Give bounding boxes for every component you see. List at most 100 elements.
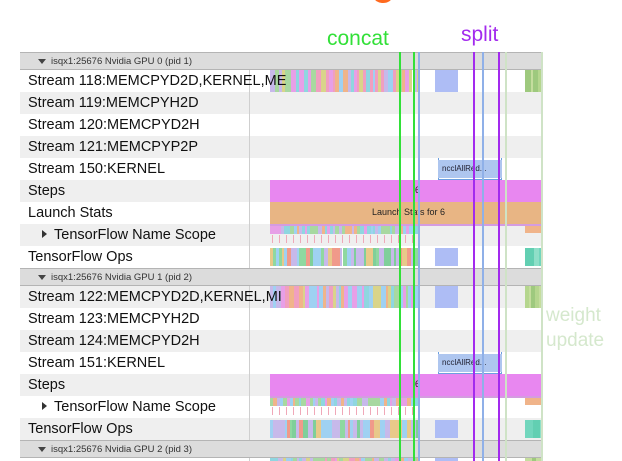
column-divider xyxy=(249,136,250,158)
row-label[interactable]: Steps xyxy=(28,377,66,393)
timeline-row[interactable]: Launch Stats for 6 Launch Stats xyxy=(20,202,543,224)
group-header-label: isqx1:25676 Nvidia GPU 0 (pid 1) xyxy=(51,56,192,67)
row-label[interactable]: TensorFlow Name Scope xyxy=(42,227,216,243)
label-column-mask xyxy=(20,202,249,224)
activity-bar[interactable] xyxy=(270,458,419,461)
name-scope-bar[interactable] xyxy=(525,225,543,233)
timeline-row[interactable]: Stream 122:MEMCPYD2D,KERNEL,MI xyxy=(20,286,543,308)
timeline-row[interactable]: Stream 118:MEMCPYD2D,KERNEL,ME xyxy=(20,70,543,92)
group-header[interactable]: isqx1:25676 Nvidia GPU 0 (pid 1) xyxy=(20,52,543,70)
activity-bar[interactable] xyxy=(270,286,419,308)
marker-line xyxy=(482,52,484,461)
column-divider xyxy=(249,286,250,308)
trace-timeline-panel[interactable]: isqx1:25676 Nvidia GPU 0 (pid 1) Stream 1… xyxy=(20,52,543,461)
row-label-text: TensorFlow Name Scope xyxy=(54,399,216,415)
label-column-mask xyxy=(20,92,249,114)
timeline-row[interactable]: TensorFlow Name Scope xyxy=(20,396,543,418)
timeline-row[interactable]: Stream 119:MEMCPYH2D xyxy=(20,92,543,114)
ops-bar[interactable] xyxy=(270,420,419,438)
annotation-weight-line2: update xyxy=(546,330,605,351)
timeline-row[interactable]: TensorFlow Name Scope xyxy=(20,224,543,246)
column-divider xyxy=(249,202,250,224)
timeline-row[interactable]: ncclAllRed... Stream 151:KERNEL xyxy=(20,352,543,374)
row-label[interactable]: Stream 120:MEMCPYD2H xyxy=(28,117,200,133)
group-header-label: isqx1:25676 Nvidia GPU 1 (pid 2) xyxy=(51,272,192,283)
name-scope-bar[interactable] xyxy=(270,224,419,234)
column-divider xyxy=(249,418,250,440)
nccl-event-label: ncclAllRed... xyxy=(442,358,487,367)
timeline-row[interactable]: Stream 123:MEMCPYH2D xyxy=(20,308,543,330)
column-divider xyxy=(249,246,250,268)
row-label-text: TensorFlow Name Scope xyxy=(54,227,216,243)
activity-bar[interactable] xyxy=(270,70,419,92)
chevron-down-icon[interactable] xyxy=(38,59,46,64)
row-label[interactable]: Stream 122:MEMCPYD2D,KERNEL,MI xyxy=(28,289,282,305)
activity-bar[interactable] xyxy=(435,70,458,92)
row-label[interactable]: Stream 119:MEMCPYH2D xyxy=(28,95,199,111)
ops-bar[interactable] xyxy=(435,248,458,266)
launch-stats-bar-label: Launch Stats for 6 xyxy=(372,207,446,217)
activity-bar[interactable] xyxy=(435,286,458,308)
nccl-event-bar[interactable]: ncclAllRed... xyxy=(438,160,502,178)
timeline-row[interactable]: 6Steps xyxy=(20,180,543,202)
timeline-track[interactable] xyxy=(250,246,543,268)
marker-box xyxy=(505,52,543,461)
column-divider xyxy=(249,158,250,180)
timeline-row[interactable]: TensorFlow Ops xyxy=(20,246,543,268)
chevron-right-icon[interactable] xyxy=(42,402,47,410)
name-scope-bar[interactable] xyxy=(270,396,419,406)
timeline-track[interactable] xyxy=(250,418,543,440)
timeline-track[interactable] xyxy=(250,70,543,92)
row-label[interactable]: Stream 123:MEMCPYH2D xyxy=(28,311,200,327)
row-label[interactable]: TensorFlow Name Scope xyxy=(42,399,216,415)
timeline-row[interactable]: ncclAllRed... Stream 150:KERNEL xyxy=(20,158,543,180)
chevron-down-icon[interactable] xyxy=(38,275,46,280)
label-column-mask xyxy=(20,308,249,330)
chevron-right-icon[interactable] xyxy=(42,230,47,238)
label-column-mask xyxy=(20,158,249,180)
ops-bar[interactable] xyxy=(270,248,419,266)
column-divider xyxy=(249,330,250,352)
label-column-mask xyxy=(20,374,249,396)
row-label[interactable]: Stream 150:KERNEL xyxy=(28,161,166,177)
marker-box xyxy=(399,52,415,461)
timeline-track[interactable] xyxy=(250,458,543,461)
label-column-mask xyxy=(20,330,249,352)
row-label[interactable]: Stream 121:MEMCPYP2P xyxy=(28,139,199,155)
name-scope-bar[interactable] xyxy=(525,397,543,405)
label-column-mask xyxy=(20,286,249,308)
activity-bar[interactable] xyxy=(525,286,543,308)
timeline-row[interactable]: Stream 120:MEMCPYD2H xyxy=(20,114,543,136)
nccl-event-label: ncclAllRed... xyxy=(442,164,487,173)
group-header-label: isqx1:25676 Nvidia GPU 2 (pid 3) xyxy=(51,444,192,455)
chevron-down-icon[interactable] xyxy=(38,447,46,452)
activity-bar[interactable] xyxy=(435,458,458,461)
column-divider xyxy=(249,92,250,114)
row-label[interactable]: Stream 124:MEMCPYD2H xyxy=(28,333,200,349)
label-column-mask xyxy=(20,418,249,440)
marker-box xyxy=(473,52,500,461)
ops-bar[interactable] xyxy=(435,420,458,438)
timeline-row[interactable]: Stream 121:MEMCPYP2P xyxy=(20,136,543,158)
row-label[interactable]: TensorFlow Ops xyxy=(28,249,133,265)
timeline-track[interactable]: ncclAllRed... xyxy=(250,352,543,374)
annotation-weight-update: weight update xyxy=(546,303,604,353)
row-label[interactable]: Launch Stats xyxy=(28,205,113,221)
timeline-track[interactable] xyxy=(250,286,543,308)
timeline-row[interactable]: Stream 126:MEMCPYD2D,KERNEL,MI xyxy=(20,458,543,461)
column-divider xyxy=(249,70,250,92)
nccl-event-bar[interactable]: ncclAllRed... xyxy=(438,354,502,372)
timeline-row[interactable]: TensorFlow Ops xyxy=(20,418,543,440)
label-column-mask xyxy=(20,352,249,374)
timeline-row[interactable]: 6Steps xyxy=(20,374,543,396)
timeline-track[interactable]: ncclAllRed... xyxy=(250,158,543,180)
group-header[interactable]: isqx1:25676 Nvidia GPU 2 (pid 3) xyxy=(20,440,543,458)
timeline-track[interactable] xyxy=(250,224,543,246)
timeline-row[interactable]: Stream 124:MEMCPYD2H xyxy=(20,330,543,352)
row-label[interactable]: Steps xyxy=(28,183,66,199)
row-label[interactable]: TensorFlow Ops xyxy=(28,421,133,437)
row-label[interactable]: Stream 118:MEMCPYD2D,KERNEL,ME xyxy=(28,73,287,89)
label-column-mask xyxy=(20,458,249,461)
group-header[interactable]: isqx1:25676 Nvidia GPU 1 (pid 2) xyxy=(20,268,543,286)
row-label[interactable]: Stream 151:KERNEL xyxy=(28,355,166,371)
